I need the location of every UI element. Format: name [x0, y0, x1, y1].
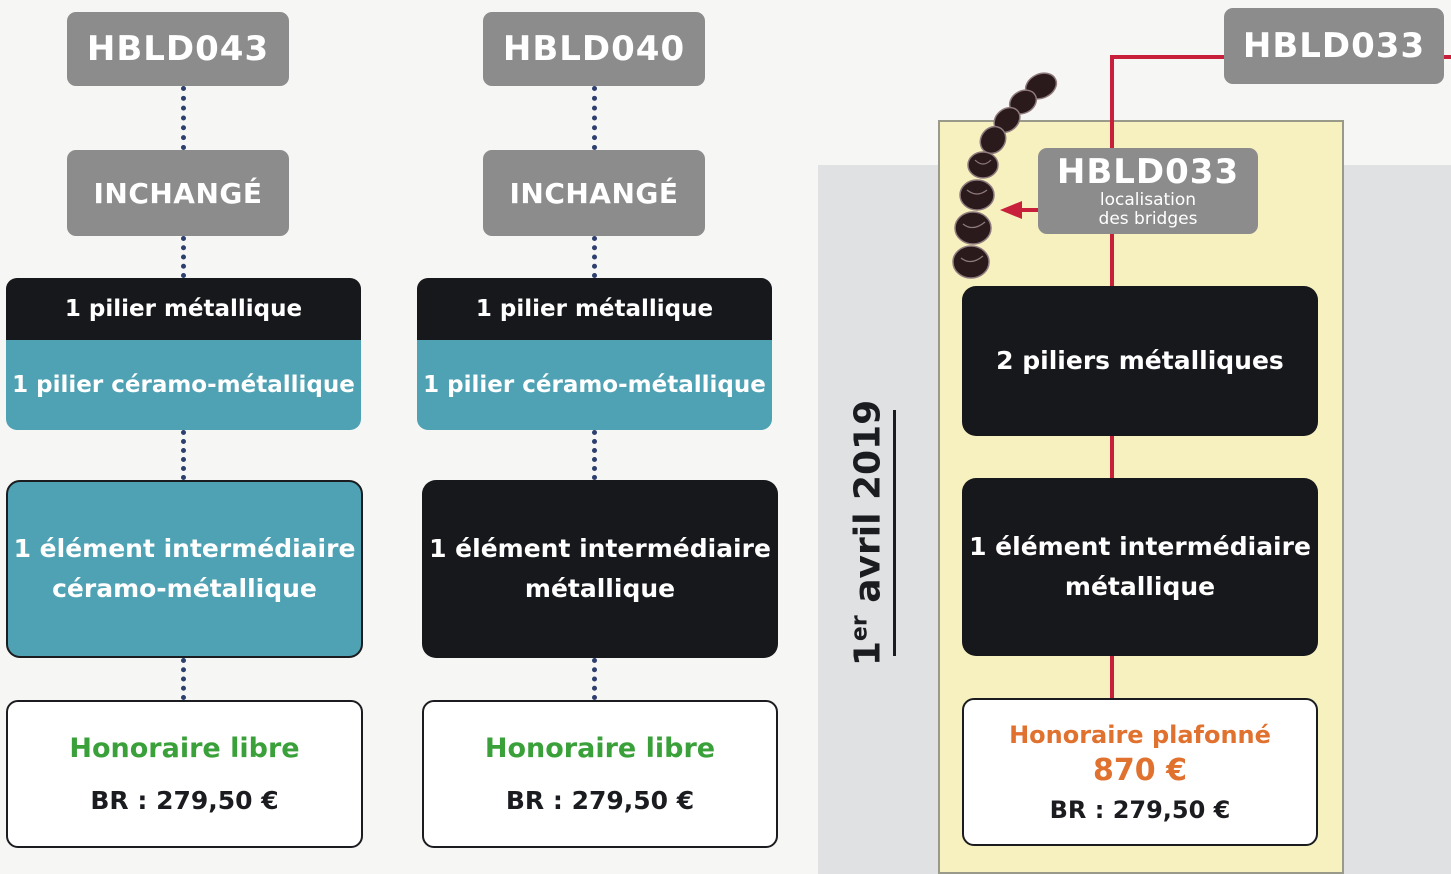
fee-label: Honoraire plafonné: [1009, 720, 1271, 749]
pillar-box: 1 pilier métallique 1 pilier céramo-méta…: [417, 278, 772, 430]
element-line-1: 1 élément intermédiaire: [969, 532, 1311, 561]
dotted-connector: [592, 430, 597, 480]
status-badge: INCHANGÉ: [67, 150, 289, 236]
teeth-row-icon: [952, 72, 1058, 279]
intermediate-element-box: 1 élément intermédiaire céramo-métalliqu…: [6, 480, 363, 658]
element-line-1: 1 élément intermédiaire: [13, 534, 356, 563]
pillar-metal-label: 1 pilier métallique: [6, 278, 361, 340]
act-code-badge: HBLD040: [483, 12, 705, 86]
pillar-metal-label: 1 pilier métallique: [417, 278, 772, 340]
br-value: BR : 279,50 €: [1049, 795, 1231, 824]
status-label: INCHANGÉ: [93, 176, 263, 210]
localisation-sub-2: des bridges: [1098, 208, 1198, 229]
red-connector-horizontal: [1110, 55, 1226, 59]
fee-box: Honoraire libre BR : 279,50 €: [6, 700, 363, 848]
effective-date-text: 1er avril 2019: [847, 399, 889, 667]
dotted-connector: [181, 86, 186, 150]
intermediate-element-box: 1 élément intermédiaire métallique: [962, 478, 1318, 656]
fee-label: Honoraire libre: [484, 733, 716, 764]
localisation-sub-1: localisation: [1099, 189, 1197, 210]
pillars-box: 2 piliers métalliques: [962, 286, 1318, 436]
fee-label: Honoraire libre: [69, 733, 300, 764]
red-connector-right-stub: [1443, 55, 1451, 59]
element-line-2: métallique: [1064, 572, 1216, 601]
act-code-label: HBLD040: [502, 29, 686, 69]
pillar-box: 1 pilier métallique 1 pilier céramo-méta…: [6, 278, 361, 430]
act-code-label: HBLD043: [86, 29, 270, 69]
dotted-connector: [592, 86, 597, 150]
intermediate-element-box: 1 élément intermédiaire métallique: [422, 480, 778, 658]
date-underline: [893, 410, 896, 656]
localisation-code: HBLD033: [1056, 151, 1240, 192]
fee-box: Honoraire libre BR : 279,50 €: [422, 700, 778, 848]
act-code-badge: HBLD033: [1224, 8, 1444, 84]
br-value: BR : 279,50 €: [505, 786, 695, 815]
act-code-label: HBLD033: [1242, 26, 1426, 66]
dotted-connector: [181, 430, 186, 480]
status-badge: INCHANGÉ: [483, 150, 705, 236]
br-value: BR : 279,50 €: [90, 786, 279, 815]
element-line-2: métallique: [524, 574, 676, 603]
dotted-connector: [592, 658, 597, 700]
localisation-badge: HBLD033 localisation des bridges: [1038, 148, 1258, 234]
dotted-connector: [181, 658, 186, 700]
element-line-1: 1 élément intermédiaire: [429, 534, 771, 563]
fee-price: 870 €: [1093, 752, 1187, 788]
pillar-ceramo-label: 1 pilier céramo-métallique: [6, 340, 361, 430]
element-line-2: céramo-métallique: [52, 574, 317, 603]
pillar-ceramo-label: 1 pilier céramo-métallique: [417, 340, 772, 430]
dotted-connector: [181, 236, 186, 278]
dotted-connector: [592, 236, 597, 278]
status-label: INCHANGÉ: [509, 176, 679, 210]
pillars-label: 2 piliers métalliques: [996, 346, 1284, 375]
act-code-badge: HBLD043: [67, 12, 289, 86]
fee-box: Honoraire plafonné 870 € BR : 279,50 €: [962, 698, 1318, 846]
